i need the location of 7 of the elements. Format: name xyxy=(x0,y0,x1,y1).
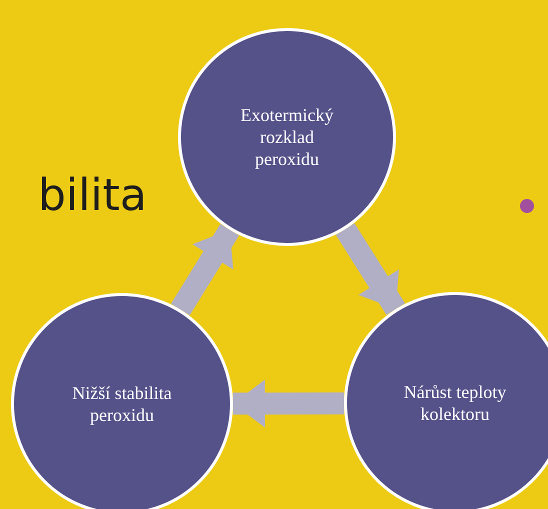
block-arrow xyxy=(233,380,344,428)
step-text: Exotermický rozklad peroxidu xyxy=(240,104,334,170)
step-text: Nižší stabilita peroxidu xyxy=(71,382,173,426)
block-arrow xyxy=(171,224,240,316)
block-arrow xyxy=(336,223,406,315)
step-text: Nárůst teploty kolektoru xyxy=(402,381,508,425)
slide-title: bilita xyxy=(38,170,147,221)
